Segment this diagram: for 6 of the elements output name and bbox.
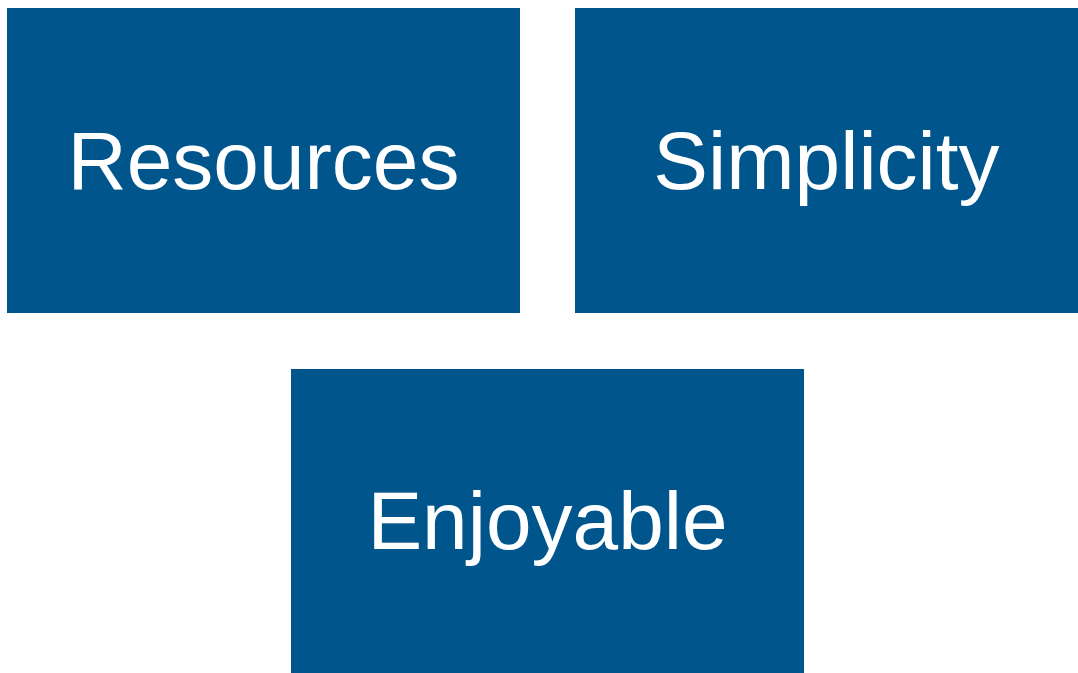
box-label: Simplicity [653, 113, 1000, 208]
box-label: Enjoyable [367, 474, 728, 568]
topic-box [7, 8, 520, 313]
box-label: Resources [67, 113, 460, 208]
topic-box [575, 8, 1078, 313]
topic-box [291, 369, 804, 673]
